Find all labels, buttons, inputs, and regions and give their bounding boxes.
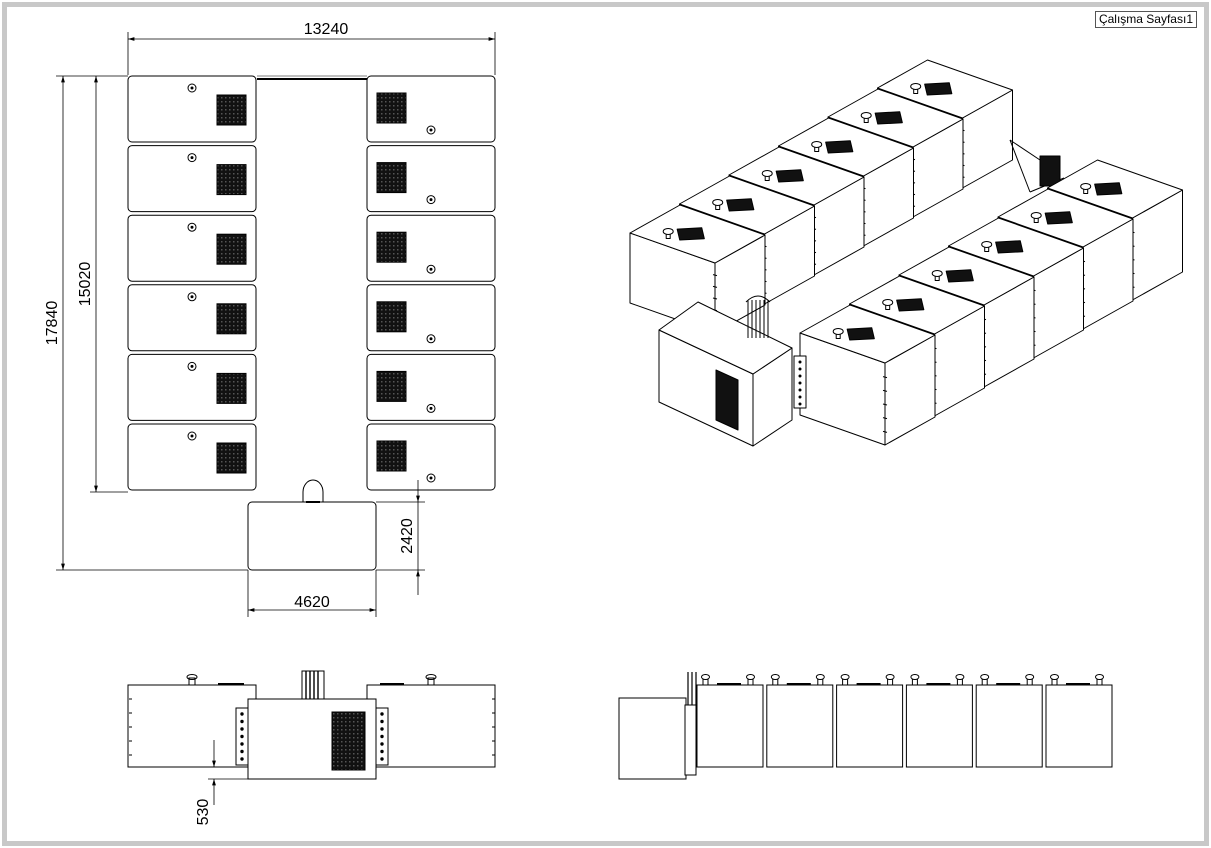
dim-overall-width: 13240 (304, 21, 349, 38)
side-container (975, 684, 1043, 768)
side-container (1045, 684, 1113, 768)
front-dimension (208, 740, 248, 805)
plan-roof-vent-icon (426, 403, 436, 413)
bracket-bolt (240, 727, 244, 731)
isometric-view (629, 59, 1183, 447)
iso-roof-grille (775, 169, 804, 183)
plan-roof-vent-icon (426, 264, 436, 274)
bracket-bolt (240, 734, 244, 739)
bracket-bolt (380, 742, 384, 746)
dim-entry-depth: 2420 (399, 518, 416, 554)
iso-roof-grille (1094, 182, 1123, 196)
iso-roof-grille (924, 82, 953, 96)
dim-overall-length: 17840 (44, 301, 61, 346)
plan-vent-grille (216, 233, 247, 265)
front-bracket-bolts (240, 712, 384, 761)
iso-entry-roof (658, 301, 793, 375)
dim-entry-width: 4620 (294, 594, 330, 611)
side-entry-module (618, 697, 687, 780)
front-elevation-view (127, 670, 496, 780)
plan-vent-grille (216, 303, 247, 335)
plan-entry-module (247, 501, 377, 571)
iso-hinge (882, 403, 888, 406)
plan-vent-grille (216, 164, 247, 196)
side-container (696, 684, 764, 768)
bracket-bolt (240, 719, 244, 724)
iso-hinge (712, 297, 718, 300)
plan-container (127, 214, 257, 282)
plan-roof-vent-icon (187, 292, 197, 302)
sheet-title-label: Çalışma Sayfası1 (1094, 11, 1197, 28)
iso-entry-module (658, 295, 807, 447)
side-container-row (696, 674, 1113, 768)
plan-roof-vent-icon (426, 473, 436, 483)
plan-vent-grille (376, 440, 407, 472)
bracket-bolt (240, 742, 244, 746)
iso-ladder-cage (745, 295, 771, 338)
bracket-bolt (380, 719, 384, 724)
plan-vent-grille (216, 442, 247, 474)
bracket-bolt (240, 757, 244, 761)
iso-hinge (712, 285, 718, 288)
bracket-bolt (380, 749, 384, 754)
plan-vent-grille (376, 231, 407, 263)
plan-vent-grille (216, 372, 247, 404)
bracket-bolt (380, 757, 384, 761)
bracket-bolt (240, 712, 244, 716)
bracket-bolt (240, 749, 244, 754)
bracket-bolt (380, 734, 384, 739)
plan-ladder-cage (302, 479, 324, 502)
iso-roof-grille (726, 198, 755, 212)
iso-roof-grille (1044, 211, 1073, 225)
plan-dimensions (56, 32, 496, 617)
plan-roof-vent-icon (187, 83, 197, 93)
plan-roof-vent-icon (187, 153, 197, 163)
iso-roof-grille (874, 111, 903, 125)
plan-vent-grille (376, 162, 407, 194)
dim-height-offset: 530 (195, 799, 212, 826)
iso-roof-grille (945, 269, 974, 283)
iso-entry-door-grille (715, 369, 739, 431)
front-door-grille (331, 711, 366, 771)
plan-vent-grille (376, 370, 407, 402)
plan-roof-vent-icon (187, 361, 197, 371)
plan-roof-vent-icon (426, 125, 436, 135)
plan-left-container-row (127, 75, 257, 491)
iso-hinge (882, 430, 888, 433)
plan-roof-vent-icon (426, 334, 436, 344)
dim-container-row-length: 15020 (77, 262, 94, 307)
iso-roof-grille (846, 327, 875, 341)
side-container (836, 684, 904, 768)
plan-vent-grille (376, 92, 407, 124)
plan-vent-grille (216, 94, 247, 126)
plan-view (127, 75, 496, 571)
bracket-bolt (380, 712, 384, 716)
iso-roof-grille (995, 240, 1024, 254)
plan-roof-vent-icon (187, 431, 197, 441)
plan-roof-vent-icon (187, 222, 197, 232)
iso-hinge (882, 389, 888, 392)
iso-hinge (712, 274, 718, 277)
iso-front-container-row (799, 159, 1183, 446)
bracket-bolt (380, 727, 384, 731)
iso-hinge (882, 376, 888, 379)
side-elevation-view (618, 672, 1113, 780)
side-container (766, 684, 834, 768)
plan-right-container-row (366, 75, 496, 491)
iso-roof-grille (825, 140, 854, 154)
side-container (905, 684, 973, 768)
iso-hinge (882, 417, 888, 420)
iso-connecting-gate (1009, 139, 1065, 193)
iso-roof-grille (896, 298, 925, 312)
iso-container (799, 304, 936, 446)
iso-roof-grille (676, 227, 705, 241)
plan-vent-grille (376, 301, 407, 333)
plan-roof-vent-icon (426, 195, 436, 205)
iso-back-container-row (629, 59, 1013, 334)
